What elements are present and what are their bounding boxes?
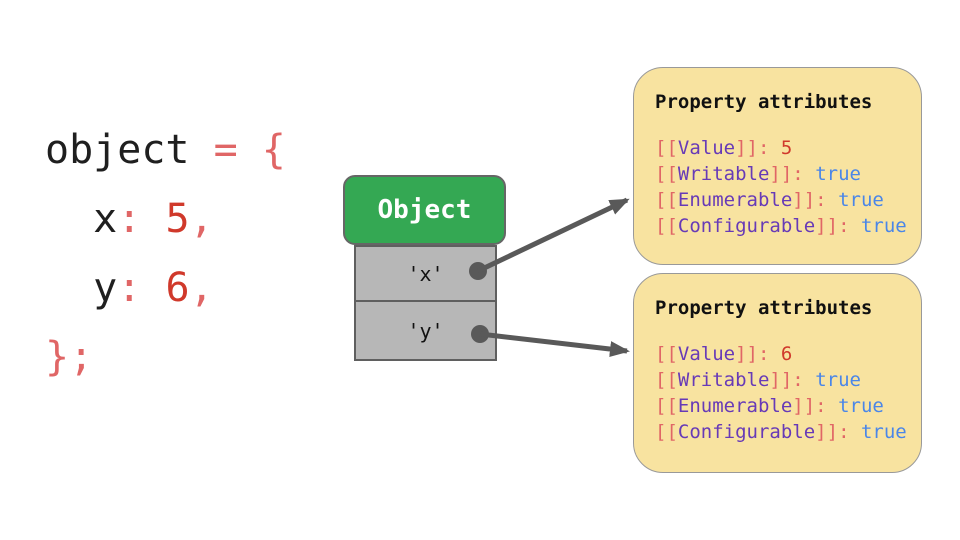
code-line-2: x: 5, <box>45 185 286 254</box>
attr-name: Value <box>677 137 736 159</box>
attr-name: Configurable <box>677 215 816 237</box>
attr-box-title: Property attributes <box>655 297 873 319</box>
property-attributes-box-x: Property attributes [[Value]]: 5 [[Writa… <box>633 67 922 265</box>
attr-colon: : <box>838 215 861 237</box>
property-attributes-box-y: Property attributes [[Value]]: 6 [[Writa… <box>633 273 922 473</box>
attr-name: Value <box>677 343 736 365</box>
code-colon: : <box>117 196 142 242</box>
attr-name: Enumerable <box>677 189 793 211</box>
attr-colon: : <box>815 395 839 417</box>
bracket-open: [[ <box>655 395 678 417</box>
code-identifier: object <box>45 127 214 173</box>
bracket-close: ]] <box>792 189 816 211</box>
attr-value: 5 <box>780 137 793 159</box>
code-key-x: x <box>45 196 118 242</box>
attr-value: 6 <box>780 343 793 365</box>
bracket-close: ]] <box>735 343 758 365</box>
code-operator: = { <box>213 127 286 173</box>
object-cell-x: 'x' <box>354 245 497 302</box>
object-header: Object <box>343 175 506 245</box>
attr-box-title: Property attributes <box>655 91 873 113</box>
attr-colon: : <box>757 343 781 365</box>
bracket-open: [[ <box>655 215 678 237</box>
bracket-close: ]] <box>769 163 793 185</box>
code-comma: , <box>189 265 214 311</box>
object-cell-y: 'y' <box>354 300 497 361</box>
bracket-open: [[ <box>655 189 678 211</box>
attr-value: true <box>815 163 861 185</box>
code-line-3: y: 6, <box>45 254 286 323</box>
attr-line-writable: [[Writable]]: true <box>655 367 903 393</box>
attr-line-configurable: [[Configurable]]: true <box>655 419 907 445</box>
attr-value: true <box>838 189 884 211</box>
attr-name: Writable <box>677 369 770 391</box>
attr-line-writable: [[Writable]]: true <box>655 161 903 187</box>
bracket-open: [[ <box>655 369 678 391</box>
bracket-close: ]] <box>792 395 816 417</box>
code-colon: : <box>117 265 142 311</box>
code-value-5: 5 <box>165 196 190 242</box>
bracket-open: [[ <box>655 137 678 159</box>
bracket-close: ]] <box>815 215 839 237</box>
bracket-open: [[ <box>655 343 678 365</box>
code-line-1: object = { <box>45 116 286 185</box>
code-line-4: }; <box>45 323 286 392</box>
bracket-open: [[ <box>655 163 678 185</box>
attr-colon: : <box>792 163 816 185</box>
code-comma: , <box>189 196 214 242</box>
bracket-open: [[ <box>655 421 678 443</box>
code-key-y: y <box>45 265 118 311</box>
attr-name: Configurable <box>677 421 816 443</box>
attr-name: Writable <box>677 163 770 185</box>
attr-line-enumerable: [[Enumerable]]: true <box>655 393 903 419</box>
attr-line-value: [[Value]]: 6 <box>655 341 903 367</box>
attr-value: true <box>815 369 861 391</box>
attr-colon: : <box>792 369 816 391</box>
code-space <box>141 196 165 242</box>
object-cells: 'x' 'y' <box>354 245 497 361</box>
attr-value: true <box>860 215 907 237</box>
attr-value: true <box>860 421 907 443</box>
attr-line-enumerable: [[Enumerable]]: true <box>655 187 903 213</box>
attr-colon: : <box>757 137 781 159</box>
attr-line-configurable: [[Configurable]]: true <box>655 213 907 239</box>
bracket-close: ]] <box>735 137 758 159</box>
attr-colon: : <box>815 189 839 211</box>
attr-colon: : <box>838 421 861 443</box>
code-block: object = { x: 5, y: 6, }; <box>45 116 286 392</box>
code-space <box>141 265 165 311</box>
attr-name: Enumerable <box>677 395 793 417</box>
cell-x-label: 'x' <box>407 261 444 286</box>
bracket-close: ]] <box>769 369 793 391</box>
attr-line-value: [[Value]]: 5 <box>655 135 903 161</box>
attr-value: true <box>838 395 884 417</box>
bracket-close: ]] <box>815 421 839 443</box>
cell-y-label: 'y' <box>407 318 444 343</box>
code-value-6: 6 <box>165 265 190 311</box>
code-closing-brace: }; <box>45 334 94 380</box>
